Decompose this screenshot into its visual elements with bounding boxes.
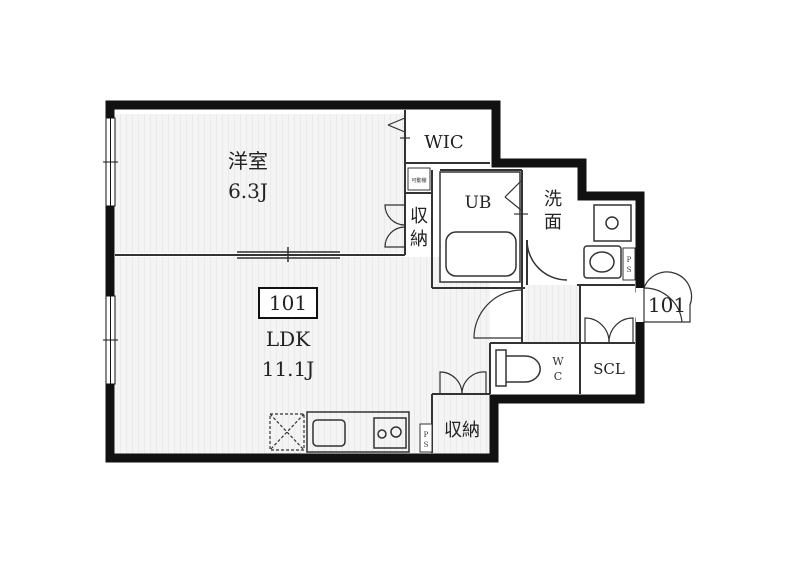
entrance-unit-number: 101 [648, 293, 686, 317]
hall-door [473, 289, 523, 339]
hall-floor [525, 285, 580, 343]
western-room-label: 洋室 [228, 149, 268, 173]
movable-shelf-label: 可動棚 [411, 177, 426, 184]
interior-walls [115, 110, 635, 453]
movable-shelf [407, 167, 431, 191]
ldk-label: LDK [266, 327, 311, 351]
washroom-label-2: 面 [544, 212, 562, 233]
washroom-label-1: 洗 [544, 189, 562, 210]
windows [103, 117, 118, 385]
ps-kitchen-p: P [424, 431, 429, 439]
ps-washroom-s: S [627, 266, 632, 274]
upper-storage-label-1: 収 [410, 206, 428, 227]
ldk-floor [115, 257, 490, 455]
ub-door [504, 180, 528, 215]
lower-storage-doors [439, 371, 487, 395]
bathtub [445, 231, 517, 277]
wic-door [387, 117, 410, 139]
washroom-fixtures [526, 204, 632, 281]
closet-doors [584, 317, 634, 343]
entrance-opening [636, 288, 644, 322]
ps-kitchen-s: S [424, 441, 429, 449]
western-room-size: 6.3J [228, 179, 268, 203]
outer-walls [105, 100, 645, 463]
unit-number-box [258, 287, 318, 319]
upper-storage-label-2: 納 [410, 229, 428, 250]
unit-number: 101 [269, 291, 307, 315]
western-room-floor [115, 114, 405, 253]
wc-label-c: C [554, 370, 562, 383]
scl-label: SCL [593, 360, 625, 378]
ps-washroom-p: P [627, 256, 632, 264]
toilet [495, 349, 541, 387]
upper-storage-doors [384, 204, 406, 248]
wic-label: WIC [424, 132, 463, 153]
ps-washroom [622, 247, 636, 281]
entrance-box [643, 271, 693, 323]
unit-bath [439, 171, 521, 283]
wc-label-w: W [552, 355, 564, 368]
lower-storage-label: 収納 [444, 420, 480, 441]
kitchen-counter [306, 411, 410, 453]
sliding-door [237, 247, 340, 262]
ldk-size: 11.1J [262, 357, 315, 381]
ps-kitchen [419, 423, 433, 453]
ub-label: UB [465, 193, 492, 213]
entrance-door [643, 287, 683, 323]
fridge-space [269, 413, 305, 451]
